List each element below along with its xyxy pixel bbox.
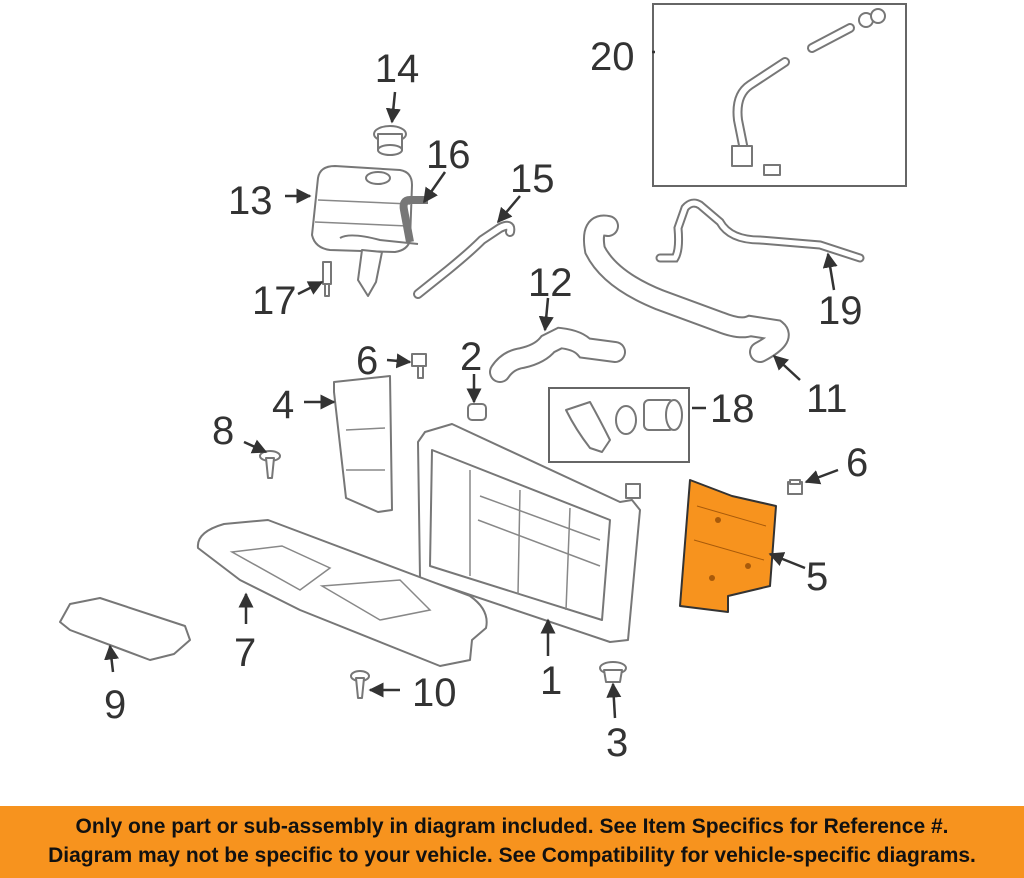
part-3-bumper[interactable] bbox=[599, 661, 627, 683]
callout-6-lower: 6 bbox=[846, 441, 868, 485]
notice-line-2: Diagram may not be specific to your vehi… bbox=[48, 844, 976, 867]
callout-19: 19 bbox=[818, 289, 863, 333]
callout-18: 18 bbox=[710, 387, 755, 431]
part-1-radiator[interactable] bbox=[417, 423, 641, 643]
callout-13: 13 bbox=[228, 179, 273, 223]
callout-10: 10 bbox=[412, 671, 457, 715]
callout-1: 1 bbox=[540, 659, 562, 703]
part-16-overflow-hose[interactable] bbox=[399, 196, 428, 243]
part-10-push-pin[interactable] bbox=[350, 670, 370, 699]
part-13-coolant-reservoir[interactable] bbox=[311, 165, 419, 297]
callout-8: 8 bbox=[212, 409, 234, 453]
callout-11: 11 bbox=[806, 377, 848, 421]
part-17-sensor[interactable] bbox=[322, 261, 332, 297]
part-18-thermostat-kit[interactable] bbox=[548, 387, 690, 463]
part-6-bolt-lower[interactable] bbox=[787, 479, 803, 495]
callout-14: 14 bbox=[375, 47, 420, 91]
part-9-splash-shield[interactable] bbox=[59, 597, 191, 661]
callout-7: 7 bbox=[234, 631, 256, 675]
callout-15: 15 bbox=[510, 157, 555, 201]
notice-banner: Only one part or sub-assembly in diagram… bbox=[0, 806, 1024, 878]
parts-diagram: 14 13 16 17 15 20 19 12 11 6 2 4 18 8 6 … bbox=[59, 3, 907, 765]
callout-20: 20 bbox=[590, 35, 635, 79]
callout-4: 4 bbox=[272, 383, 294, 427]
callout-16: 16 bbox=[426, 133, 471, 177]
part-4-left-baffle[interactable] bbox=[333, 375, 393, 513]
notice-line-1: Only one part or sub-assembly in diagram… bbox=[75, 815, 949, 838]
callout-3: 3 bbox=[606, 721, 628, 765]
part-20-hose-kit[interactable] bbox=[652, 3, 907, 187]
part-2-grommet[interactable] bbox=[467, 403, 487, 421]
part-8-push-pin[interactable] bbox=[259, 450, 281, 479]
part-5-right-baffle-highlighted[interactable] bbox=[679, 479, 777, 613]
part-7-lower-shield[interactable] bbox=[196, 519, 488, 667]
callout-9: 9 bbox=[104, 683, 126, 727]
callout-12: 12 bbox=[528, 261, 573, 305]
callout-6-upper: 6 bbox=[356, 339, 378, 383]
callout-numbers: 14 13 16 17 15 20 19 12 11 6 2 4 18 8 6 … bbox=[104, 35, 868, 765]
callout-2: 2 bbox=[460, 335, 482, 379]
leader-lines bbox=[104, 50, 839, 719]
callout-5: 5 bbox=[806, 555, 828, 599]
callout-17: 17 bbox=[252, 279, 297, 323]
part-14-cap[interactable] bbox=[373, 125, 407, 156]
part-6-bolt-upper[interactable] bbox=[411, 353, 427, 379]
